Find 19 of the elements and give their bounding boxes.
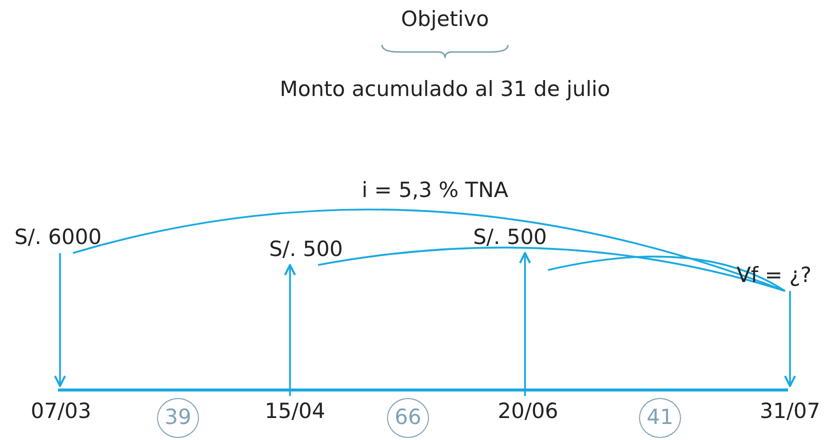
date-label: 15/04 [255, 398, 335, 426]
connector-curve [548, 256, 786, 292]
goal-label: Objetivo [400, 6, 490, 32]
arrow [784, 291, 796, 387]
amount-label: S/. 500 [466, 224, 554, 252]
amount-label: S/. 6000 [4, 224, 112, 252]
circled-day-count: 66 [387, 398, 429, 438]
date-label: 07/03 [22, 398, 100, 426]
arrow [519, 252, 531, 396]
goal-description: Monto acumulado al 31 de julio [278, 76, 612, 102]
circled-day-count: 41 [639, 398, 681, 438]
arrow [54, 253, 66, 387]
date-label: 20/06 [488, 398, 568, 426]
amount-label: S/. 500 [250, 236, 362, 264]
arrow [284, 264, 296, 396]
interest-rate-label: i = 5,3 % TNA [360, 177, 510, 203]
circled-day-count: 39 [157, 398, 199, 438]
connector-curve [318, 246, 786, 292]
date-label: 31/07 [752, 398, 827, 426]
